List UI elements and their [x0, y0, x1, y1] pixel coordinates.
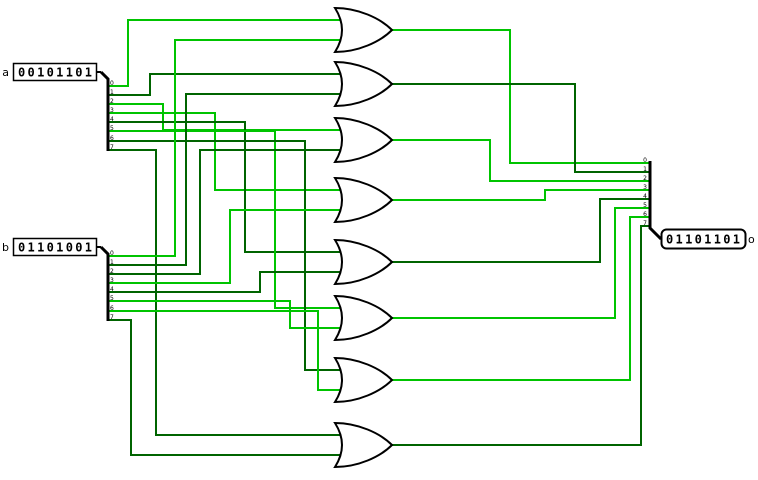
- bit-label: 0: [643, 157, 647, 164]
- wire-b6[interactable]: [108, 310, 340, 391]
- wire-o0[interactable]: [392, 29, 650, 164]
- gates: [333, 6, 394, 469]
- bit-label: 6: [643, 211, 647, 218]
- or-gate-1[interactable]: [333, 6, 394, 54]
- bit-label: 1: [110, 89, 114, 96]
- bit-label: 6: [110, 305, 114, 312]
- wire-o1[interactable]: [392, 83, 650, 173]
- wire-a5[interactable]: [108, 130, 340, 309]
- wire-b4[interactable]: [108, 271, 340, 293]
- or-gate-8[interactable]: [333, 421, 394, 469]
- wire-o7[interactable]: [392, 225, 650, 446]
- wire-a4[interactable]: [108, 121, 340, 253]
- bit-label: 4: [110, 286, 114, 293]
- wire-b5[interactable]: [108, 300, 340, 329]
- splitter-o-spine[interactable]: [648, 161, 663, 241]
- bit-label: 2: [643, 175, 647, 182]
- pin-a-box[interactable]: [12, 62, 98, 82]
- splitter-a-bit-labels: 0 1 2 3 4 5 6 7: [110, 80, 114, 151]
- or-gate-5[interactable]: [333, 238, 394, 286]
- bit-label: 1: [643, 166, 647, 173]
- wire-a6[interactable]: [108, 140, 340, 371]
- splitter-o[interactable]: [648, 161, 663, 241]
- wire-b2[interactable]: [108, 149, 340, 275]
- wires-input-side: [108, 19, 340, 456]
- wire-a1[interactable]: [108, 73, 340, 96]
- bit-label: 4: [110, 116, 114, 123]
- pin-a-label: a: [2, 66, 9, 79]
- wire-b3[interactable]: [108, 209, 340, 284]
- wire-b7[interactable]: [108, 319, 340, 456]
- bit-label: 5: [110, 125, 114, 132]
- pin-b-label: b: [2, 241, 9, 254]
- pin-o-box[interactable]: [660, 228, 747, 250]
- bit-label: 0: [110, 250, 114, 257]
- wire-o4[interactable]: [392, 198, 650, 263]
- wire-o2[interactable]: [392, 139, 650, 182]
- or-gate-4[interactable]: [333, 176, 394, 224]
- wire-a0[interactable]: [108, 19, 340, 87]
- splitter-b[interactable]: [99, 245, 110, 321]
- bit-label: 0: [110, 80, 114, 87]
- bit-label: 7: [643, 220, 647, 227]
- wires-output-side: [392, 29, 650, 446]
- splitter-b-bit-labels: 0 1 2 3 4 5 6 7: [110, 250, 114, 321]
- splitter-o-bit-labels: 0 1 2 3 4 5 6 7: [643, 157, 647, 227]
- bit-label: 2: [110, 98, 114, 105]
- or-gate-7[interactable]: [333, 356, 394, 404]
- or-gate-3[interactable]: [333, 116, 394, 164]
- bit-label: 3: [110, 277, 114, 284]
- wire-a2[interactable]: [108, 103, 340, 131]
- bit-label: 5: [643, 202, 647, 209]
- input-pin-a[interactable]: 00101101 a: [2, 62, 101, 82]
- bit-label: 7: [110, 314, 114, 321]
- bit-label: 3: [643, 184, 647, 191]
- wire-b0[interactable]: [108, 39, 340, 257]
- output-pin-o[interactable]: 01101101 o: [660, 228, 756, 250]
- pin-o-label: o: [748, 233, 755, 246]
- or-gate-2[interactable]: [333, 60, 394, 108]
- pin-b-box[interactable]: [12, 237, 98, 257]
- wire-o3[interactable]: [392, 189, 650, 201]
- splitter-b-spine[interactable]: [99, 245, 110, 321]
- wire-o5[interactable]: [392, 207, 650, 319]
- input-pin-b[interactable]: 01101001 b: [2, 237, 101, 257]
- bit-label: 1: [110, 259, 114, 266]
- bit-label: 3: [110, 107, 114, 114]
- splitter-a[interactable]: [99, 70, 110, 151]
- splitter-a-spine[interactable]: [99, 70, 110, 151]
- bit-label: 7: [110, 144, 114, 151]
- bit-label: 2: [110, 268, 114, 275]
- bit-label: 5: [110, 295, 114, 302]
- bit-label: 6: [110, 135, 114, 142]
- bit-label: 4: [643, 193, 647, 200]
- or-gate-6[interactable]: [333, 294, 394, 342]
- wire-b1[interactable]: [108, 93, 340, 266]
- wire-o6[interactable]: [392, 216, 650, 381]
- wire-a3[interactable]: [108, 112, 340, 191]
